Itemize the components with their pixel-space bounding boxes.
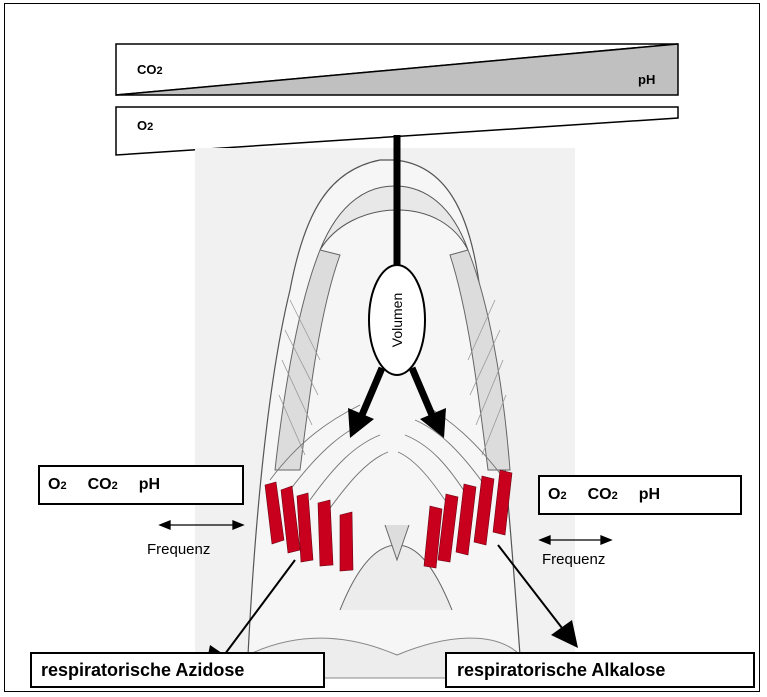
left-o2-label: O2 — [48, 476, 67, 494]
fish-head-sketch — [195, 148, 575, 678]
left-ph-label: pH — [139, 476, 160, 494]
volume-label: Volumen — [389, 293, 405, 347]
left-co2-label: CO2 — [88, 476, 118, 494]
result-alkalose-label: respiratorische Alkalose — [457, 660, 665, 681]
result-azidose-box: respiratorische Azidose — [30, 652, 325, 688]
right-frequency-label: Frequenz — [542, 551, 605, 568]
left-gas-status-box: O2 CO2 pH — [38, 465, 244, 505]
left-frequency-label: Frequenz — [147, 541, 210, 558]
right-gas-status-box: O2 CO2 pH — [538, 475, 742, 515]
right-ph-label: pH — [639, 486, 660, 504]
right-o2-label: O2 — [548, 486, 567, 504]
ph-gradient-label: pH — [638, 72, 655, 87]
right-co2-label: CO2 — [588, 486, 618, 504]
co2-ph-gradient — [116, 44, 678, 95]
right-frequency-arrow — [540, 536, 611, 544]
result-azidose-label: respiratorische Azidose — [41, 660, 244, 681]
result-alkalose-box: respiratorische Alkalose — [445, 652, 755, 688]
co2-gradient-label: CO2 — [137, 62, 163, 77]
o2-gradient-label: O2 — [137, 118, 153, 133]
